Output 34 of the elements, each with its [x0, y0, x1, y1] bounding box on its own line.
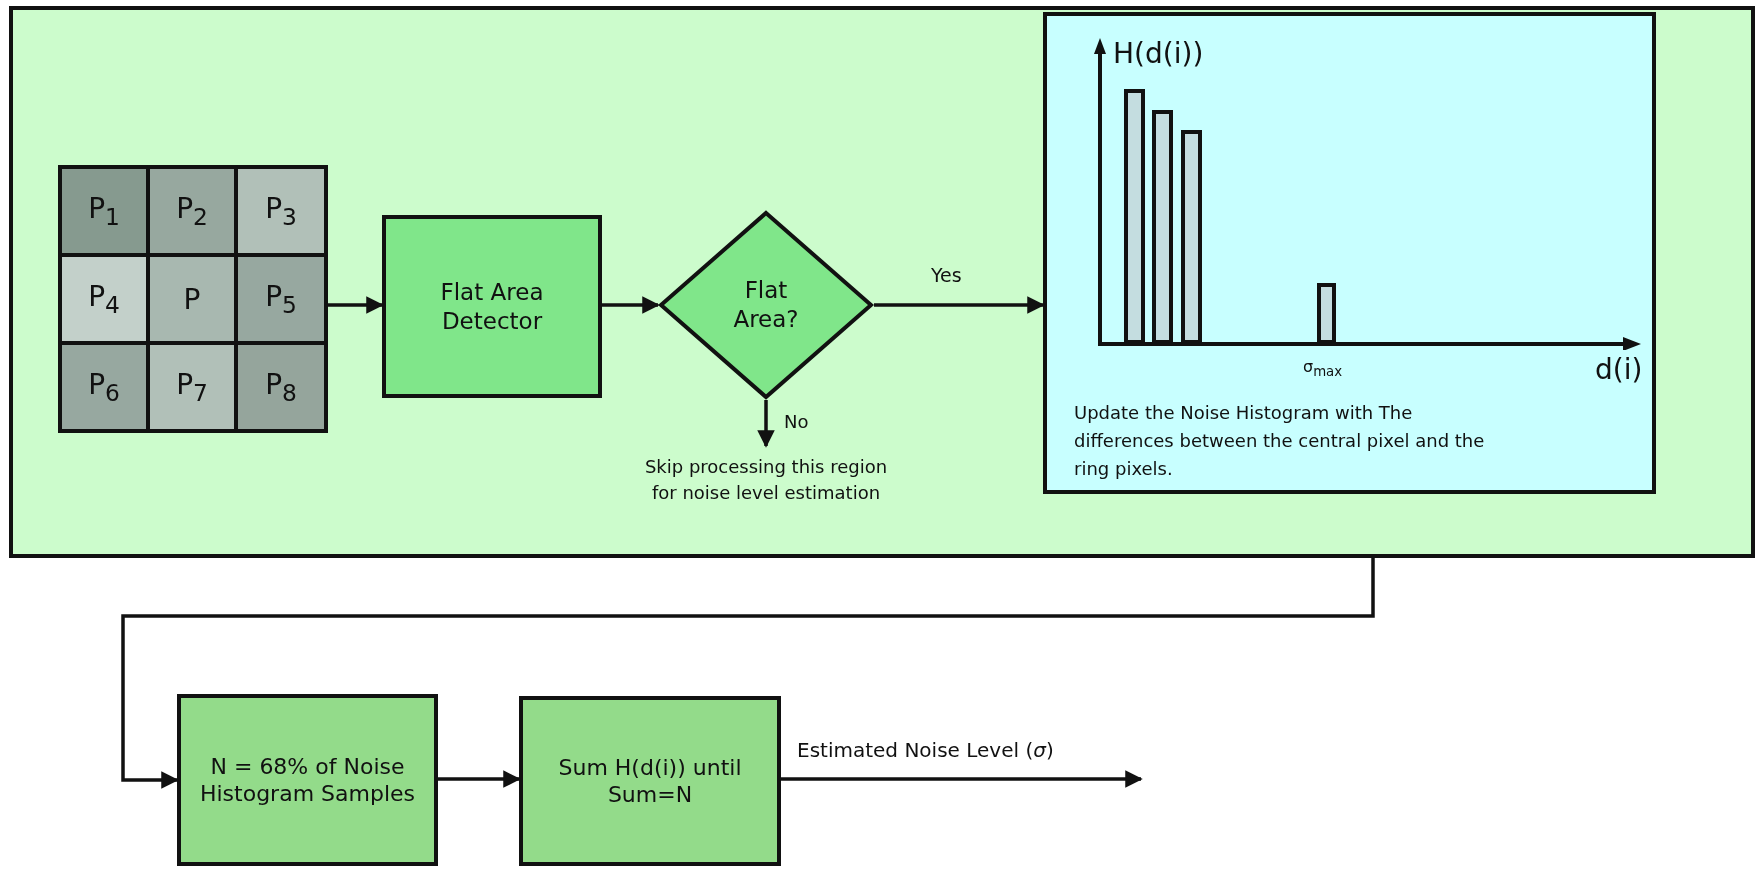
- box-label: Flat Area Detector: [439, 277, 545, 336]
- arrow: [328, 296, 384, 314]
- pixel-label: P$_{6}$: [88, 367, 120, 407]
- arrow: [757, 400, 775, 448]
- group-panel: [9, 6, 1755, 558]
- process-box: [382, 215, 602, 398]
- arrow: [781, 770, 1143, 788]
- box-label: N = 68% of Noise Histogram Samples: [198, 752, 417, 808]
- pixel-label: P$_{8}$: [265, 367, 297, 407]
- pixel-label: P$_{3}$: [265, 191, 297, 231]
- arrow: [121, 558, 1375, 789]
- histogram-panel: [1043, 12, 1656, 494]
- pixel-label: P$_{4}$: [88, 279, 120, 319]
- edge-label: Estimated Noise Level (σ): [797, 740, 1054, 760]
- process-box: [519, 696, 781, 866]
- arrow: [874, 296, 1045, 314]
- arrow: [602, 296, 660, 314]
- pixel-label: P$_{2}$: [176, 191, 208, 231]
- decision-label: Flat Area?: [732, 276, 800, 334]
- process-box: [177, 694, 438, 866]
- edge-label: No: [784, 413, 809, 431]
- axis-label: d(i): [1595, 356, 1643, 384]
- decision-diamond: [658, 210, 874, 400]
- axis-label: H(d(i)): [1113, 40, 1204, 68]
- box-label: Sum H(d(i)) until Sum=N: [557, 753, 743, 809]
- panel-description: Update the Noise Histogram with The differences between the central pixel and the ring pixels.: [1074, 401, 1486, 481]
- pixel-label: P$_{7}$: [176, 367, 208, 407]
- pixel-label: P: [183, 282, 201, 316]
- arrow: [438, 770, 521, 788]
- tick-label: σ$_{max}$: [1303, 359, 1343, 379]
- pixel-label: P$_{5}$: [265, 279, 297, 319]
- pixel-label: P$_{1}$: [88, 191, 120, 231]
- edge-label: Yes: [931, 266, 962, 285]
- outcome-text: Skip processing this region for noise level estimation: [640, 454, 892, 534]
